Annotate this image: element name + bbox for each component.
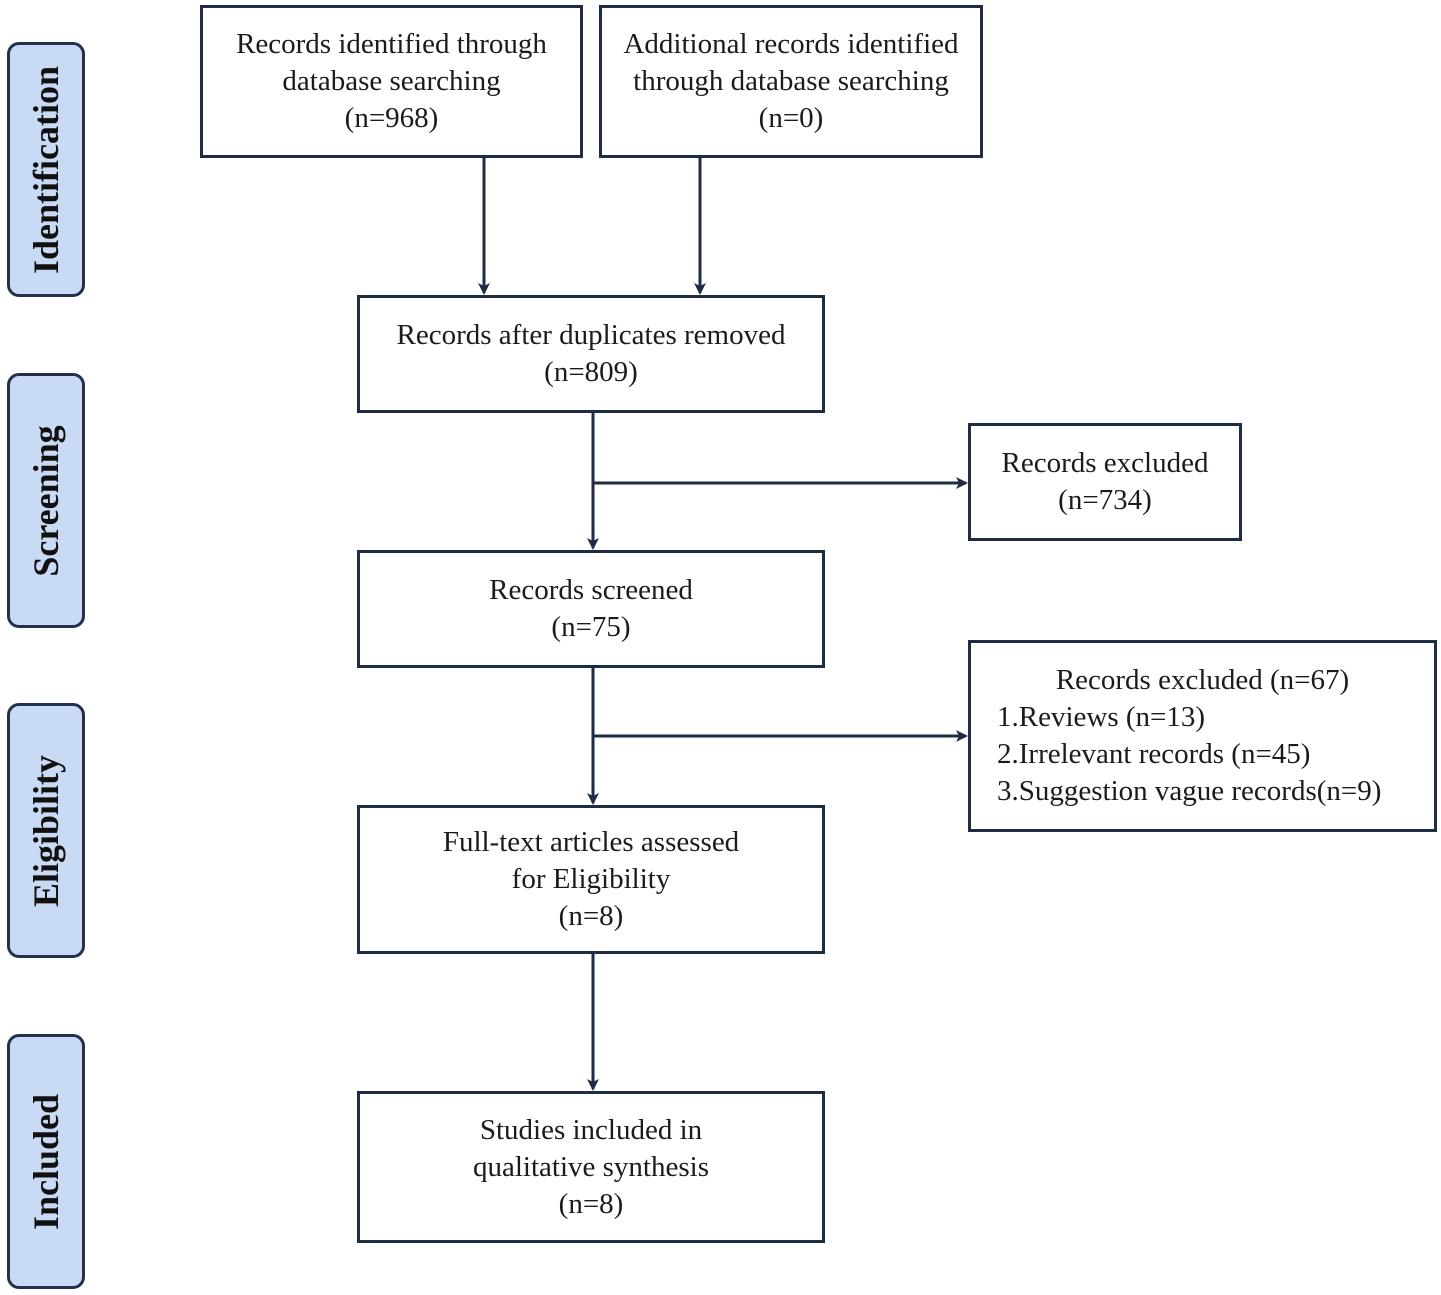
box-full-text-assessed-line-3: (n=8) bbox=[558, 900, 624, 932]
box-records-excluded-2-title: Records excluded (n=67) bbox=[1055, 664, 1350, 696]
box-additional-records-line-1: Additional records identified bbox=[623, 28, 959, 60]
box-records-identified-line-3: (n=968) bbox=[344, 102, 439, 134]
exclusion-reason-3: 3.Suggestion vague records(n=9) bbox=[997, 775, 1382, 807]
box-records-screened: Records screened (n=75) bbox=[357, 550, 825, 668]
box-records-screened-line-2: (n=75) bbox=[551, 611, 631, 643]
exclusion-reason-1: 1.Reviews (n=13) bbox=[997, 701, 1206, 733]
exclusion-reason-2: 2.Irrelevant records (n=45) bbox=[997, 738, 1311, 770]
box-records-excluded-1: Records excluded (n=734) bbox=[968, 423, 1242, 541]
box-records-excluded-2: Records excluded (n=67) 1.Reviews (n=13)… bbox=[968, 640, 1437, 832]
box-after-duplicates-line-2: (n=809) bbox=[544, 356, 638, 388]
box-records-excluded-1-line-1: Records excluded bbox=[1001, 447, 1209, 479]
box-full-text-assessed-line-2: for Eligibility bbox=[511, 863, 671, 895]
stage-included: Included bbox=[7, 1034, 85, 1289]
stage-screening: Screening bbox=[7, 373, 85, 628]
box-studies-included: Studies included in qualitative synthesi… bbox=[357, 1091, 825, 1243]
box-records-identified: Records identified through database sear… bbox=[200, 5, 583, 158]
box-after-duplicates: Records after duplicates removed (n=809) bbox=[357, 295, 825, 413]
box-records-excluded-1-line-2: (n=734) bbox=[1058, 484, 1152, 516]
box-additional-records-line-2: through database searching bbox=[633, 65, 949, 97]
box-after-duplicates-line-1: Records after duplicates removed bbox=[396, 319, 786, 351]
box-studies-included-line-3: (n=8) bbox=[558, 1187, 624, 1220]
box-studies-included-line-2: qualitative synthesis bbox=[473, 1150, 709, 1183]
box-additional-records: Additional records identified through da… bbox=[599, 5, 983, 158]
box-additional-records-line-3: (n=0) bbox=[758, 102, 824, 134]
box-records-identified-line-2: database searching bbox=[282, 65, 501, 97]
box-records-screened-line-1: Records screened bbox=[489, 574, 693, 606]
box-full-text-assessed: Full-text articles assessed for Eligibil… bbox=[357, 805, 825, 954]
stage-identification: Identification bbox=[7, 42, 85, 297]
box-studies-included-line-1: Studies included in bbox=[479, 1113, 703, 1146]
box-records-identified-line-1: Records identified through bbox=[236, 28, 547, 60]
box-full-text-assessed-line-1: Full-text articles assessed bbox=[442, 826, 740, 858]
stage-eligibility: Eligibility bbox=[7, 703, 85, 958]
